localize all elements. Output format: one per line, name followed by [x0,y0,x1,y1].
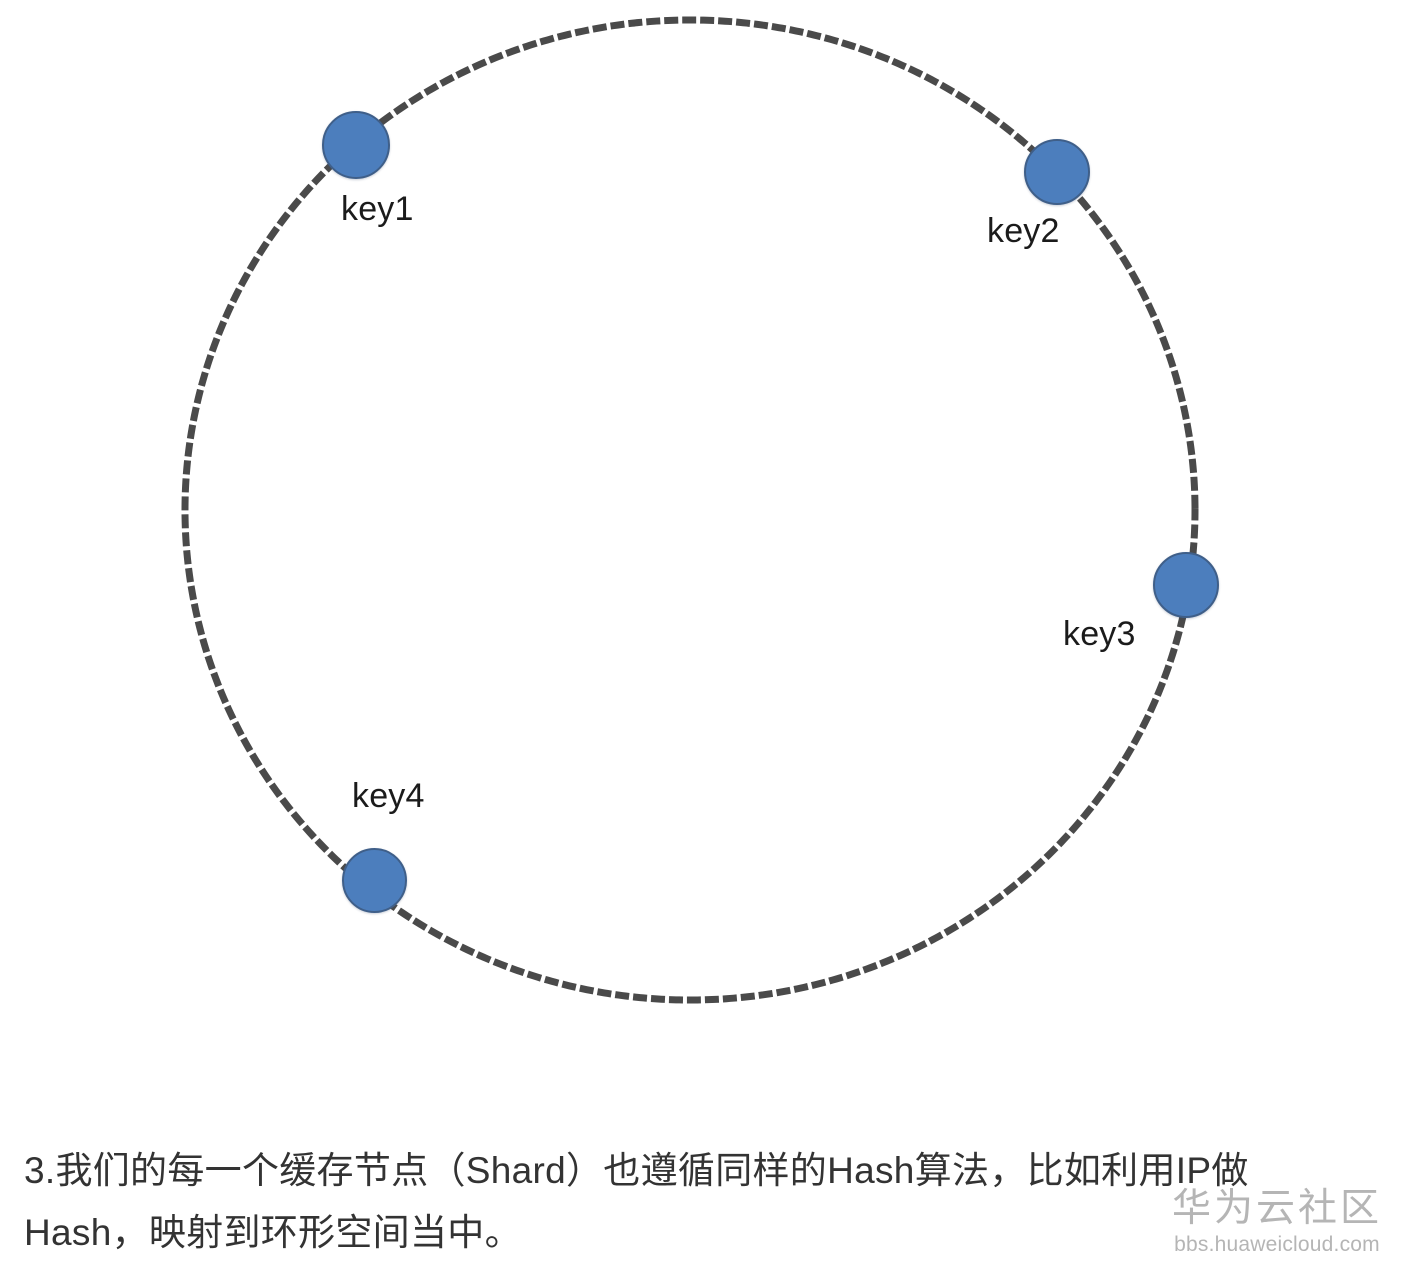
node-key1-label: key1 [341,190,414,228]
caption-text: 3.我们的每一个缓存节点（Shard）也遵循同样的Hash算法，比如利用IP做 … [24,1140,1249,1264]
node-key4[interactable] [341,847,407,913]
node-key1[interactable] [322,111,390,179]
watermark: 华为云社区 bbs.huaweicloud.com [1172,1186,1382,1258]
node-key2[interactable] [1024,139,1090,205]
watermark-url: bbs.huaweicloud.com [1174,1233,1380,1256]
caption-line-1: 3.我们的每一个缓存节点（Shard）也遵循同样的Hash算法，比如利用IP做 [24,1150,1249,1191]
watermark-title: 华为云社区 [1171,1187,1382,1230]
node-key4-label: key4 [352,777,425,815]
node-key3-label: key3 [1063,615,1136,653]
caption-line-2: Hash，映射到环形空间当中。 [24,1212,522,1253]
hash-ring-dotted-circle [181,16,1199,1004]
hash-ring-diagram: key1 key2 key3 key4 [181,16,1219,1004]
node-key2-label: key2 [987,212,1060,250]
node-key3[interactable] [1153,552,1219,618]
